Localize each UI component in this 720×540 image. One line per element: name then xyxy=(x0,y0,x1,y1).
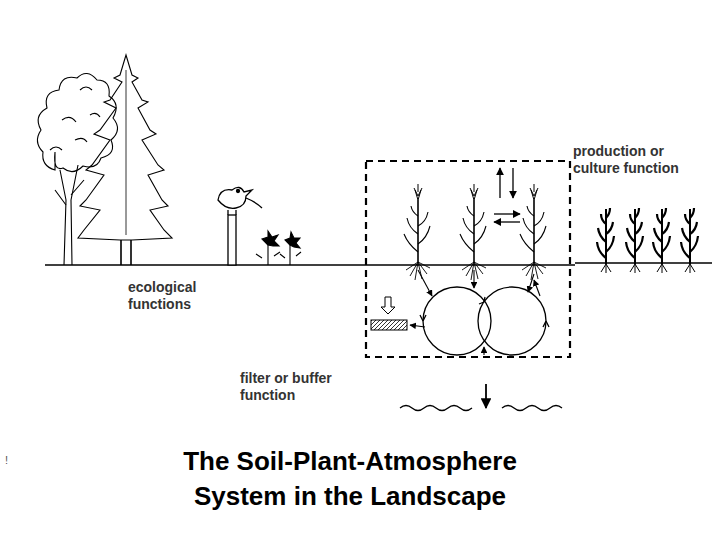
function-label: filter or buffer function xyxy=(240,370,365,404)
water-wave xyxy=(400,406,472,411)
crop-plant xyxy=(520,184,546,280)
flow-arrows xyxy=(410,270,540,355)
function-label: production or culture function xyxy=(573,143,698,177)
storage-block xyxy=(371,320,407,330)
crop-plant xyxy=(460,184,486,280)
bird-on-post xyxy=(218,187,262,265)
crop-plant xyxy=(681,208,698,273)
function-label: ! xyxy=(5,452,15,469)
leaching-arrow xyxy=(485,384,487,408)
input-arrow xyxy=(381,297,395,314)
conifer-tree xyxy=(78,55,172,265)
ground-line xyxy=(575,262,712,263)
crop-plant xyxy=(597,208,614,273)
exchange-arrows xyxy=(494,168,520,222)
crop-plant xyxy=(626,208,643,273)
slide-title: The Soil-Plant-Atmosphere System in the … xyxy=(150,444,550,514)
crop-plant xyxy=(404,184,430,280)
water-wave xyxy=(502,406,562,411)
function-label: ecological functions xyxy=(128,279,213,313)
system-boundary xyxy=(366,161,570,357)
ground-line xyxy=(45,264,575,265)
nutrient-cycles xyxy=(420,287,549,355)
crop-plant xyxy=(653,208,670,273)
flowers xyxy=(256,231,301,265)
